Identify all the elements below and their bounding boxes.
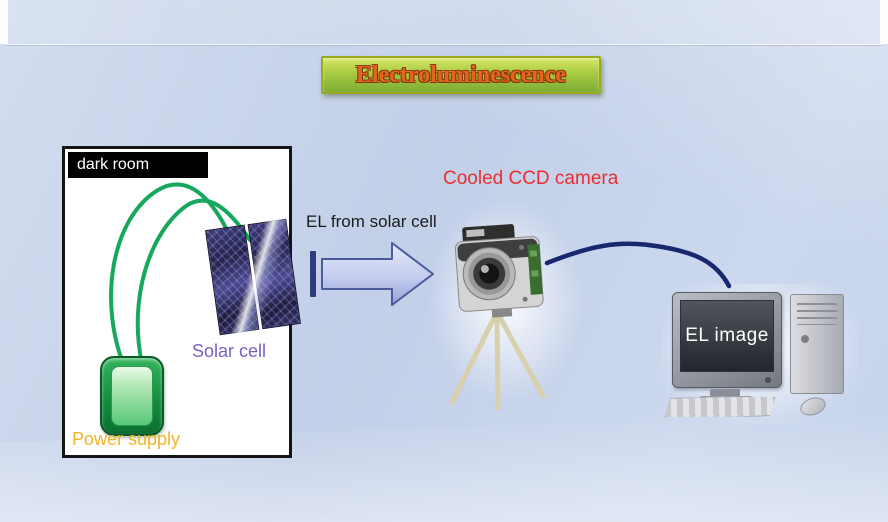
monitor-stand xyxy=(710,389,740,397)
monitor: EL image xyxy=(672,292,782,388)
top-left-corner xyxy=(0,0,8,44)
ccd-camera-image xyxy=(454,224,544,318)
keyboard xyxy=(664,394,777,420)
solar-cell-label: Solar cell xyxy=(192,341,267,361)
top-right-corner xyxy=(880,0,888,44)
lens-highlight xyxy=(480,264,489,273)
ccd-camera-label: Cooled CCD camera xyxy=(443,168,619,189)
pcb-chip-1 xyxy=(529,250,538,257)
solar-cell-image xyxy=(205,218,301,336)
camera-pcb xyxy=(527,244,543,295)
dark-room-label: dark room xyxy=(68,152,208,178)
monitor-power-button xyxy=(765,377,771,383)
pcb-chip-2 xyxy=(531,270,539,277)
el-block-arrow xyxy=(321,242,434,306)
camera-screw-1 xyxy=(518,244,524,250)
tower-power-button xyxy=(801,335,809,343)
divider-line xyxy=(6,44,882,45)
computer-tower xyxy=(790,294,844,394)
computer-image: EL image xyxy=(662,284,858,424)
monitor-screen: EL image xyxy=(680,300,774,372)
title-banner: Electroluminescence xyxy=(321,56,601,94)
camera-mount xyxy=(491,308,513,318)
arrow-tail-bar xyxy=(310,251,316,297)
el-arrow-label: EL from solar cell xyxy=(306,212,437,231)
power-supply-face xyxy=(111,366,153,426)
camera-screw-2 xyxy=(522,296,528,302)
el-image-text: EL image xyxy=(685,325,769,346)
tower-drive-slots xyxy=(797,303,837,325)
mouse xyxy=(798,394,828,419)
power-supply-label: Power supply xyxy=(72,429,181,449)
camera-top-label xyxy=(466,228,485,238)
top-strip xyxy=(0,0,888,44)
page-title: Electroluminescence xyxy=(355,61,567,88)
power-supply-device xyxy=(100,356,164,436)
